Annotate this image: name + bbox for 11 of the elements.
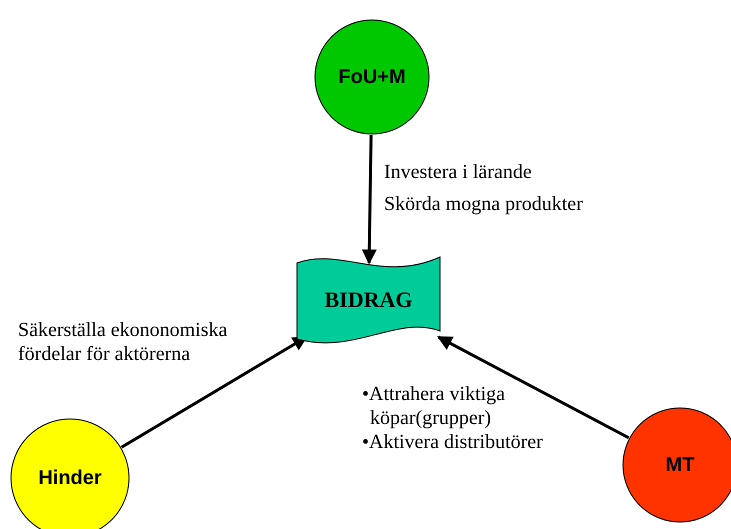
- annotation-text: Skörda mogna produkter: [384, 192, 583, 216]
- annotation-text: •Aktivera distributörer: [362, 430, 543, 454]
- arrow: [437, 336, 630, 440]
- annotation-text: Investera i lärande: [384, 160, 532, 184]
- node-label: MT: [666, 454, 694, 476]
- node-label: FoU+M: [338, 66, 406, 88]
- annotation-text: Säkerställa ekononomiska fördelar för aktörerna: [18, 318, 228, 366]
- arrow: [362, 134, 377, 264]
- node-label: Hinder: [38, 466, 102, 490]
- node-label: BIDRAG: [324, 287, 412, 313]
- annotation-text: •Attrahera viktiga köpar(grupper): [362, 382, 506, 430]
